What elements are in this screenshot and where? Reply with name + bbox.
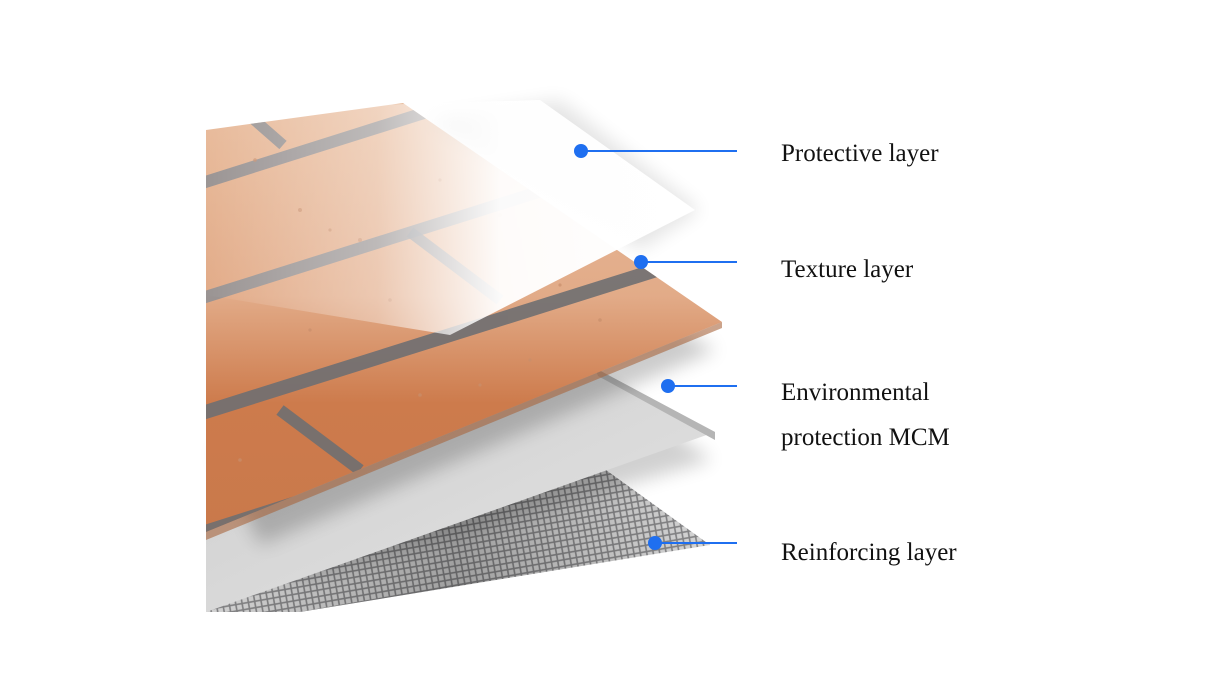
callouts	[574, 144, 737, 550]
callout-dot	[574, 144, 588, 158]
callout-dot	[634, 255, 648, 269]
callout-dot	[648, 536, 662, 550]
label-line: Reinforcing layer	[781, 539, 957, 566]
label-line: Texture layer	[781, 256, 914, 283]
callout-protective	[574, 144, 737, 158]
label-line: protection MCM	[781, 424, 950, 451]
callout-dot	[661, 379, 675, 393]
label-reinforcing-layer: Reinforcing layer	[781, 530, 957, 575]
label-protective-layer: Protective layer	[781, 131, 939, 176]
callout-texture	[634, 255, 737, 269]
callout-reinforcing	[648, 536, 737, 550]
callout-mcm	[661, 379, 737, 393]
label-line: Protective layer	[781, 140, 939, 167]
label-line: Environmental	[781, 379, 930, 406]
reinforcing-mesh	[206, 470, 710, 612]
label-mcm-layer: Environmental protection MCM	[781, 370, 950, 460]
protective-film	[206, 100, 700, 335]
label-texture-layer: Texture layer	[781, 247, 913, 292]
